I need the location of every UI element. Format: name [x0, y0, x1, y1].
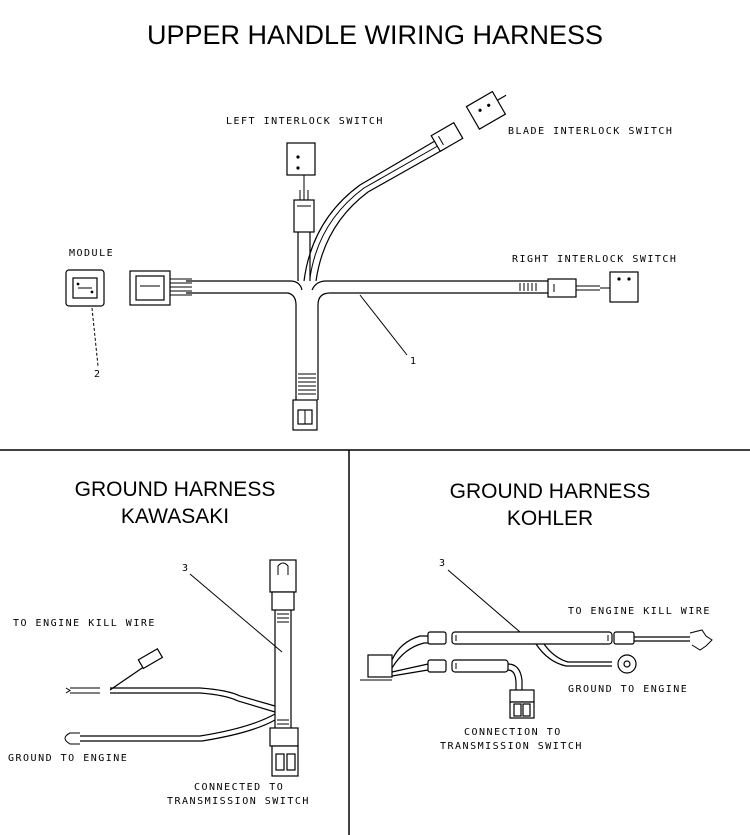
upper-harness-title: UPPER HANDLE WIRING HARNESS: [146, 20, 604, 50]
kawasaki-callout-3: 3: [182, 563, 189, 574]
kawasaki-connected-line1: CONNECTED TO: [194, 782, 285, 793]
left-interlock-label: LEFT INTERLOCK SWITCH: [226, 116, 384, 127]
kohler-connection-line1: CONNECTION TO: [464, 727, 562, 738]
kohler-engine-kill-label: TO ENGINE KILL WIRE: [568, 606, 711, 617]
kohler-harness: [360, 569, 713, 719]
module-label: MODULE: [69, 248, 115, 259]
kohler-ground-label: GROUND TO ENGINE: [568, 684, 689, 695]
kawasaki-ground-label: GROUND TO ENGINE: [8, 753, 129, 764]
panel-dividers: [0, 449, 750, 835]
kawasaki-title-line2: KAWASAKI: [120, 505, 230, 528]
kohler-title-line1: GROUND HARNESS: [449, 480, 651, 503]
kawasaki-title-line1: GROUND HARNESS: [74, 478, 276, 501]
kawasaki-harness: [64, 559, 299, 777]
kohler-title-line2: KOHLER: [506, 507, 594, 530]
callout-2: 2: [94, 369, 101, 380]
right-interlock-label: RIGHT INTERLOCK SWITCH: [512, 254, 678, 265]
kawasaki-connected-line2: TRANSMISSION SWITCH: [167, 796, 310, 807]
kawasaki-engine-kill-label: TO ENGINE KILL WIRE: [13, 618, 156, 629]
kohler-connection-line2: TRANSMISSION SWITCH: [440, 741, 583, 752]
callout-1: 1: [410, 356, 417, 367]
upper-harness-wires: [170, 137, 600, 400]
blade-interlock-label: BLADE INTERLOCK SWITCH: [508, 126, 674, 137]
upper-connectors: [65, 90, 639, 431]
kohler-callout-3: 3: [439, 558, 446, 569]
